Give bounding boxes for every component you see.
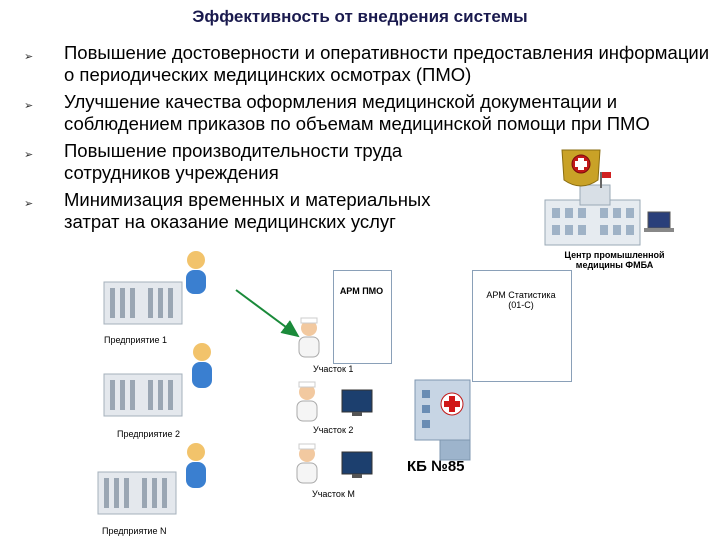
hospital-label: КБ №85 [407, 458, 465, 475]
monitor-icon [341, 451, 373, 478]
bullet-text: Повышение достоверности и оперативности … [64, 42, 710, 85]
worker-icon [186, 443, 206, 488]
enterprise-building-icon [97, 471, 177, 515]
slide-title: Эффективность от внедрения системы [192, 7, 528, 26]
arrow-bullet-icon: ➢ [24, 149, 34, 161]
enterprise-label: Предприятие 2 [117, 429, 180, 439]
doctor-icon [296, 381, 318, 422]
bullet-item: ➢ Повышение достоверности и оперативност… [22, 42, 712, 86]
bullet-item: ➢ Улучшение качества оформления медицинс… [22, 91, 712, 135]
arrow-bullet-icon: ➢ [24, 100, 34, 112]
enterprise-label: Предприятие N [102, 526, 167, 536]
arm-pmo-label: АРМ ПМО [339, 286, 384, 296]
arm-stat-label: АРМ Статистика (01-С) [486, 290, 556, 310]
arm-stat-frame [472, 270, 572, 382]
arrow-bullet-icon: ➢ [24, 51, 34, 63]
site-label: Участок 2 [313, 425, 354, 435]
enterprise-building-icon [103, 373, 183, 417]
data-flow-arrow [235, 289, 300, 338]
worker-icon [186, 251, 206, 294]
site-label: Участок М [312, 489, 355, 499]
arm-pmo-frame [333, 270, 392, 364]
bullet-item: ➢ Минимизация временных и материальных з… [22, 189, 474, 233]
doctor-icon [296, 443, 318, 484]
worker-icon [192, 343, 212, 388]
enterprise-building-icon [103, 281, 183, 325]
center-label: Центр промышленной медицины ФМБА [564, 250, 665, 270]
bullet-text: Минимизация временных и материальных зат… [64, 189, 431, 232]
laptop-icon [644, 211, 674, 232]
bullet-text: Повышение производительности труда сотру… [64, 140, 403, 183]
arrow-bullet-icon: ➢ [24, 198, 34, 210]
medical-center-building-icon [544, 172, 641, 246]
bullet-item: ➢ Повышение производительности труда сот… [22, 140, 474, 184]
bullet-text: Улучшение качества оформления медицинско… [64, 91, 650, 134]
enterprise-label: Предприятие 1 [104, 335, 167, 345]
emblem-icon [561, 149, 601, 187]
site-label: Участок 1 [313, 364, 354, 374]
bullet-list: ➢ Повышение достоверности и оперативност… [22, 42, 712, 238]
monitor-icon [341, 389, 373, 416]
doctor-icon [298, 317, 320, 358]
hospital-building-icon [414, 379, 471, 461]
